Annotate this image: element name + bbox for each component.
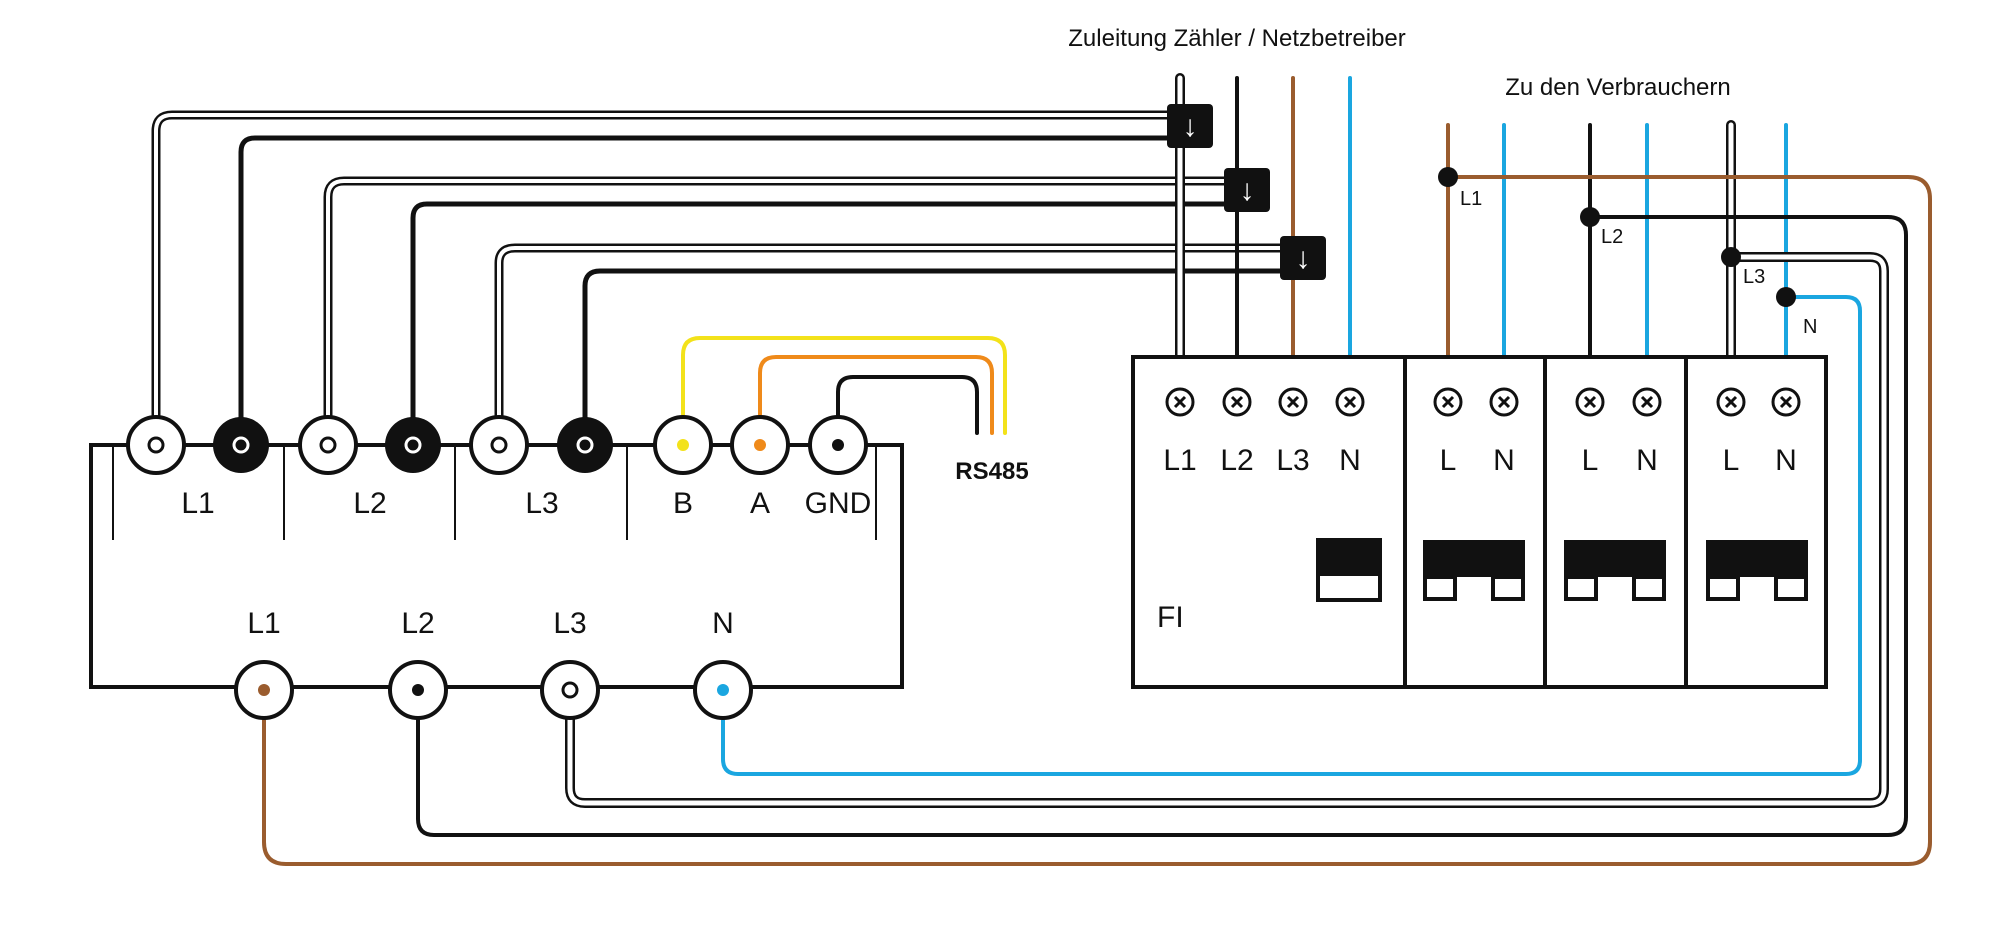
breaker-2-n-label: N [1636,444,1658,477]
ct-group-l1-label: L1 [181,487,214,520]
ct-terminals [126,415,613,475]
tap-n-dot [1776,287,1796,307]
screw-icon [1575,387,1605,417]
breaker-1-n-label: N [1493,444,1515,477]
ct-l1-black-wire [238,135,1183,448]
rs485-b-label: B [673,487,693,520]
ct-l2-black-wire [410,201,1240,448]
tap-l3-dot [1721,247,1741,267]
screw-icon [1165,387,1195,417]
rs485-gnd-label: GND [805,487,872,520]
screw-icon [1222,387,1252,417]
rs485-gnd-wire [836,375,979,447]
ct-sensor-l2: ↓ [1224,168,1270,212]
consumers-heading: Zu den Verbrauchern [1505,74,1730,101]
rcd-switch-icon [1316,538,1382,602]
ct-l3-white-wire [494,243,1298,450]
ct-arrow-icon: ↓ [1296,242,1311,275]
screw-icon [1335,387,1365,417]
tap-l3-wire [565,252,1889,808]
breaker-2-l-label: L [1582,444,1599,477]
tap-l2-dot [1580,207,1600,227]
meter-body [89,443,904,689]
tap-l1-dot [1438,167,1458,187]
voltage-l2-label: L2 [401,607,434,640]
tap-l1-wire [262,175,1932,866]
supply-heading: Zuleitung Zähler / Netzbetreiber [1068,25,1406,52]
consumer-taps: L1 L2 L3 N [1438,167,1817,338]
tap-n-label: N [1803,316,1817,338]
ct-sensor-l1: ↓ [1167,104,1213,148]
rs485-label: RS485 [955,458,1028,485]
breaker-2: L N [1543,355,1688,689]
rcd-terminal-n-label: N [1339,444,1361,477]
tap-l2-wire [416,215,1908,837]
energy-meter: L1 L2 L3 B A GND RS485 L1 L2 L3 N [89,415,1029,720]
breaker-3-n-label: N [1775,444,1797,477]
screw-icon [1771,387,1801,417]
ct-group-l3-label: L3 [525,487,558,520]
screw-icon [1278,387,1308,417]
breaker-switch-icon [1564,540,1666,601]
breaker-3-l-label: L [1723,444,1740,477]
distribution-board: L1 L2 L3 N FI L N [1131,355,1828,689]
rcd-terminal-l3-label: L3 [1276,444,1309,477]
breaker-1-l-label: L [1440,444,1457,477]
voltage-l1-label: L1 [247,607,280,640]
voltage-terminals [234,660,753,720]
screw-icon [1433,387,1463,417]
ct-l1-white-wire [151,110,1185,450]
breaker-switch-icon [1706,540,1808,601]
ct-sensor-l3: ↓ [1280,236,1326,280]
screw-icon [1489,387,1519,417]
screw-icon [1716,387,1746,417]
breaker-3: L N [1684,355,1828,689]
ct-l3-black-wire [582,268,1296,448]
breaker-1: L N [1403,355,1547,689]
ct-group-l2-label: L2 [353,487,386,520]
screw-icon [1632,387,1662,417]
tap-l2-label: L2 [1601,226,1623,248]
rs485-a-label: A [750,487,770,520]
tap-n-wire [721,295,1862,776]
rcd-label: FI [1157,601,1184,634]
rs485-terminals [653,415,868,475]
ct-sensors: ↓ ↓ ↓ [1167,104,1326,280]
tap-l3-label: L3 [1743,266,1765,288]
breaker-switch-icon [1423,540,1525,601]
ct-arrow-icon: ↓ [1183,110,1198,143]
ct-l2-white-wire [323,176,1242,450]
rs485-a-wire [758,355,994,447]
rs485-b-wire [681,336,1007,447]
voltage-n-label: N [712,607,734,640]
ct-arrow-icon: ↓ [1240,174,1255,207]
rcd-module: L1 L2 L3 N FI [1131,355,1407,689]
tap-l1-label: L1 [1460,188,1482,210]
rcd-terminal-l2-label: L2 [1220,444,1253,477]
rcd-terminal-l1-label: L1 [1163,444,1196,477]
voltage-l3-label: L3 [553,607,586,640]
